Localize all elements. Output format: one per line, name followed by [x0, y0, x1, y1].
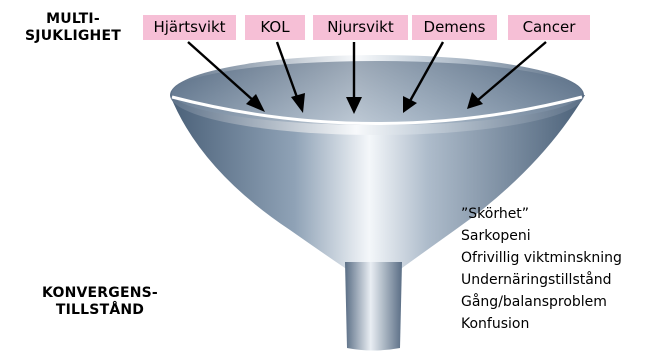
konvergenstillstand-label: KONVERGENS- TILLSTÅND [10, 285, 190, 319]
diagnosis-tag-demens: Demens [412, 15, 497, 40]
funnel-stem [345, 262, 402, 351]
condition-item: ”Skörhet” [461, 203, 622, 225]
multisjuklighet-label: MULTI- SJUKLIGHET [18, 11, 128, 45]
diagnosis-tag-hjartsvikt: Hjärtsvikt [143, 15, 236, 40]
conditions-list: ”Skörhet” Sarkopeni Ofrivillig viktminsk… [461, 203, 622, 335]
condition-item: Gång/balansproblem [461, 291, 622, 313]
diagnosis-tag-cancer: Cancer [508, 15, 590, 40]
diagnosis-tag-kol: KOL [245, 15, 305, 40]
condition-item: Sarkopeni [461, 225, 622, 247]
condition-item: Konfusion [461, 313, 622, 335]
condition-item: Ofrivillig viktminskning [461, 247, 622, 269]
condition-item: Undernäringstillstånd [461, 269, 622, 291]
diagnosis-tag-njursvikt: Njursvikt [313, 15, 408, 40]
funnel-opening [172, 61, 582, 125]
